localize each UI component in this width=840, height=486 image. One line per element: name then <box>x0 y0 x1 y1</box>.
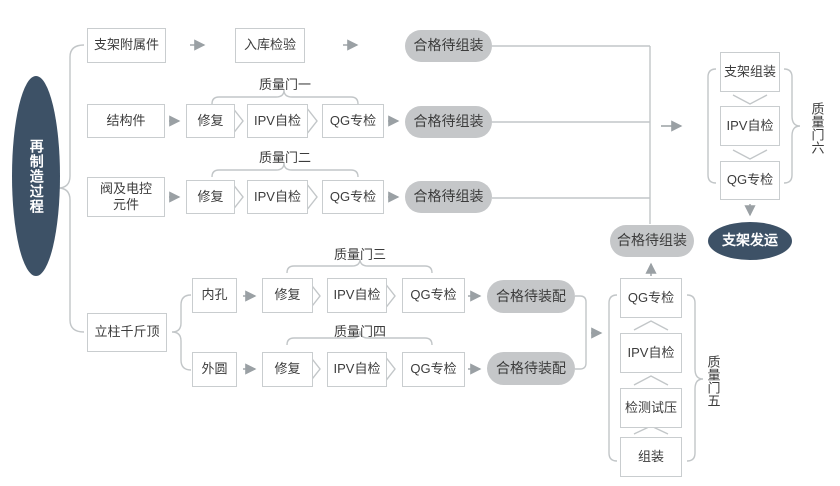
valve-electric-parts-box: 阀及电控元件 <box>87 177 165 217</box>
qg-inspection-box-row2: QG专检 <box>322 104 384 138</box>
branch-brace <box>171 294 192 371</box>
process-label: 再制造过程 <box>28 138 45 214</box>
outer-circle-box: 外圆 <box>192 352 237 387</box>
gate6-label: 质量门六 <box>809 102 825 154</box>
repair-box-row3: 修复 <box>186 180 235 214</box>
gate6-right-brace <box>783 68 801 184</box>
flow-arrows <box>169 39 756 375</box>
inner-hole-box: 内孔 <box>192 278 237 313</box>
left-process-brace <box>57 44 85 333</box>
process-ellipse: 再制造过程 <box>12 76 60 276</box>
gate1-bracket <box>211 89 359 105</box>
gate4-label: 质量门四 <box>333 324 386 339</box>
ipv-selfcheck-box-row2: IPV自检 <box>247 104 308 138</box>
gate1-label: 质量门一 <box>258 77 311 92</box>
qg-inspection-box-row3: QG专检 <box>322 180 384 214</box>
assemble-box: 组装 <box>620 437 682 477</box>
bracket-accessories-box: 支架附属件 <box>87 28 166 63</box>
qualified-assembly-pill-3: 合格待组装 <box>405 181 492 213</box>
gate2-label: 质量门二 <box>258 150 311 165</box>
repair-box-outer: 修复 <box>262 352 313 387</box>
gate5-left-bracket <box>608 294 618 462</box>
merge-bracket <box>575 295 587 370</box>
bracket-shipping-ellipse: 支架发运 <box>708 222 792 260</box>
column-jack-box: 立柱千斤顶 <box>87 313 167 352</box>
qg-inspection-box-col5: QG专检 <box>620 278 682 318</box>
qualified-assembly-pill-4: 合格待组装 <box>610 225 694 257</box>
qualified-assembly-pill-2: 合格待组装 <box>405 106 492 138</box>
qualified-assembly-pill-1: 合格待组装 <box>405 30 492 62</box>
ipv-selfcheck-box-outer: IPV自检 <box>327 352 387 387</box>
qg-inspection-box-col6: QG专检 <box>720 161 780 200</box>
gate4-bracket <box>286 330 433 346</box>
gate3-bracket <box>286 258 433 274</box>
gate6-left-bracket <box>707 68 717 184</box>
repair-box-row2: 修复 <box>186 104 235 138</box>
qg-inspection-box-outer: QG专检 <box>402 352 465 387</box>
ipv-selfcheck-box-col6: IPV自检 <box>720 106 780 146</box>
ipv-selfcheck-box-col5: IPV自检 <box>620 333 682 373</box>
gate3-label: 质量门三 <box>333 247 386 262</box>
qualified-fitting-pill-1: 合格待装配 <box>487 280 575 313</box>
collector-lines <box>492 45 651 224</box>
warehouse-inspection-box: 入库检验 <box>235 28 305 63</box>
gate2-bracket <box>211 162 359 178</box>
test-pressure-box: 检测试压 <box>620 388 682 428</box>
structural-parts-box: 结构件 <box>87 104 165 138</box>
gate5-label: 质量门五 <box>705 355 721 407</box>
bracket-assembly-box: 支架组装 <box>720 52 780 92</box>
qualified-fitting-pill-2: 合格待装配 <box>487 352 575 385</box>
qg-inspection-box-inner: QG专检 <box>402 278 465 313</box>
ipv-selfcheck-box-inner: IPV自检 <box>327 278 387 313</box>
repair-box-inner: 修复 <box>262 278 313 313</box>
gate5-right-brace <box>686 294 704 462</box>
ipv-selfcheck-box-row3: IPV自检 <box>247 180 308 214</box>
